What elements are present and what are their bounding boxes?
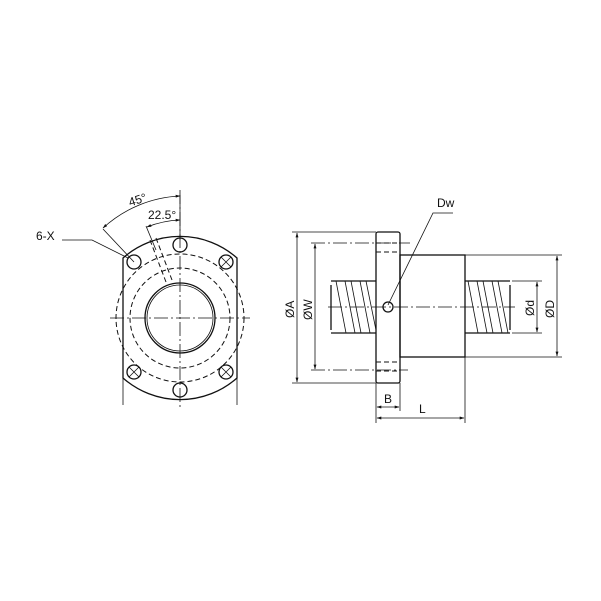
bolt-hole: [126, 254, 142, 270]
side-view: Dw ØA ØW ØD Ød B L: [283, 196, 562, 423]
nut-length-label: L: [419, 402, 426, 416]
extension-line: [512, 280, 542, 334]
flange-width-label: B: [384, 392, 392, 406]
nut-dia-label: ØD: [543, 300, 557, 318]
flange: [375, 231, 401, 384]
bolt-holes: [126, 237, 234, 398]
angle-22-arc: [146, 218, 181, 228]
bolt-hole: [172, 382, 188, 398]
front-view: 45° 22.5° 6-X: [36, 190, 250, 408]
ball-hole: [382, 301, 394, 313]
bolt-hole: [126, 364, 142, 380]
holes-label: 6-X: [36, 229, 55, 243]
pcd-extension-line: [311, 242, 410, 371]
nut-body: [399, 254, 466, 358]
holes-leader: [62, 239, 129, 259]
angle-45-arc: [102, 194, 181, 229]
angle-45-line: [102, 228, 135, 263]
angle-45-label: 45°: [127, 190, 149, 209]
angle-22-label: 22.5°: [148, 208, 176, 222]
angle-22-line: [145, 225, 157, 251]
extension-line: [375, 357, 466, 423]
bolt-hole: [218, 254, 234, 270]
bolt-hole: [218, 364, 234, 380]
flange-dia-label: ØA: [283, 301, 297, 318]
extension-line: [292, 231, 376, 384]
dw-label: Dw: [437, 196, 455, 210]
extension-line: [465, 254, 562, 358]
screw-dia-label: Ød: [523, 300, 537, 316]
dw-leader: [387, 212, 453, 306]
pcd-label: ØW: [301, 299, 315, 320]
